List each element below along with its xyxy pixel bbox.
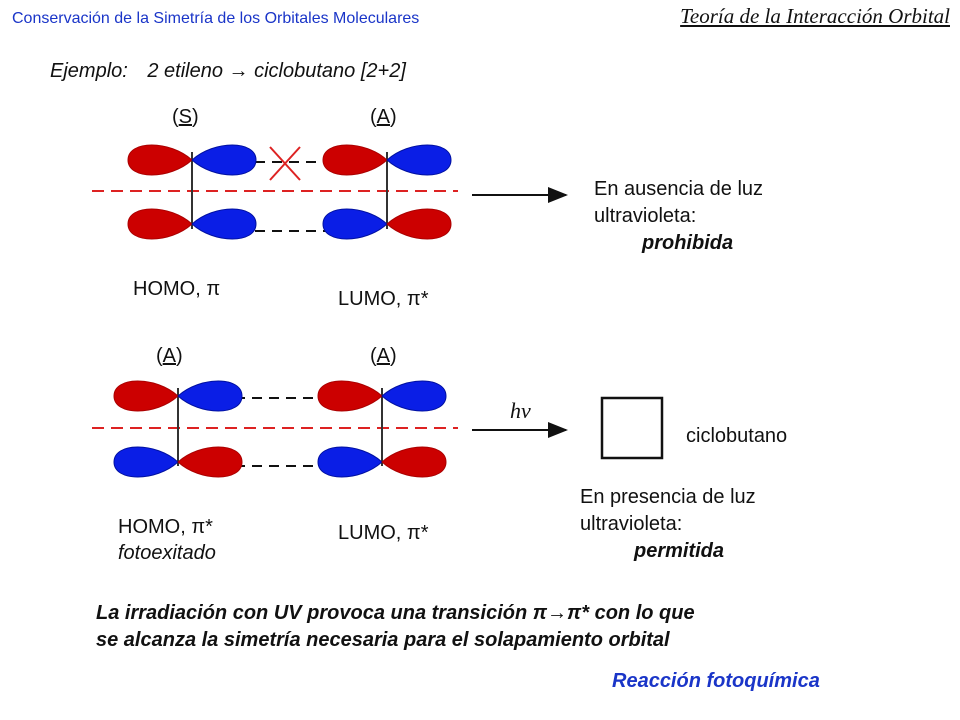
header-title-right: Teoría de la Interacción Orbital (680, 4, 950, 28)
photochemical-note: En presencia de luz ultravioleta: permit… (580, 484, 756, 565)
thermal-note-line1: En ausencia de luz (594, 178, 764, 200)
lobe-red (113, 380, 179, 412)
lobe-red (381, 446, 447, 478)
summary-line1: La irradiación con UV provoca una transi… (96, 602, 695, 624)
lobe-red (317, 380, 383, 412)
reaction-type-label: Reacción fotoquímica (612, 670, 820, 692)
thermal-note: En ausencia de luz ultravioleta: prohibi… (594, 176, 763, 257)
lobe-blue (191, 144, 257, 176)
lobe-blue (317, 446, 383, 478)
symmetry-label-lumo-bottom: (A) (370, 345, 397, 367)
header-title-left: Conservación de la Simetría de los Orbit… (12, 10, 420, 27)
lobe-blue (113, 446, 179, 478)
lobe-red (386, 208, 452, 240)
cyclobutane-square (600, 396, 664, 460)
symmetry-label-lumo-top: (A) (370, 106, 397, 128)
thermal-note-line2: ultravioleta: (594, 205, 697, 227)
lobe-red (127, 144, 193, 176)
lumo-label-top: LUMO, π* (338, 288, 429, 310)
lobe-red (127, 208, 193, 240)
example-label: Ejemplo: (50, 60, 128, 82)
example-reaction: 2 etileno → ciclobutano [2+2] (147, 60, 406, 82)
homo-label-top: HOMO, π (133, 278, 221, 300)
summary-text: La irradiación con UV provoca una transi… (96, 600, 695, 654)
lobe-red (322, 144, 388, 176)
lobe-blue (381, 380, 447, 412)
hv-label: hν (510, 398, 531, 423)
photochemical-note-line2: ultravioleta: (580, 513, 683, 535)
lumo-orbital-top (322, 144, 452, 240)
thermal-verdict: prohibida (642, 232, 734, 254)
photochemical-verdict: permitida (634, 540, 725, 562)
example-line: Ejemplo: 2 etileno → ciclobutano [2+2] (50, 60, 406, 83)
symmetry-label-homo-top: (S) (172, 106, 199, 128)
symmetry-label-homo-bottom: (A) (156, 345, 183, 367)
homo-excited-orbital-bottom (113, 380, 243, 478)
summary-line2: se alcanza la simetría necesaria para el… (96, 629, 670, 651)
lobe-blue (322, 208, 388, 240)
homo-label-bottom: HOMO, π* fotoexitado (118, 516, 216, 564)
lumo-orbital-bottom (317, 380, 447, 478)
lobe-blue (386, 144, 452, 176)
forbidden-cross-b (269, 146, 301, 181)
homo-orbital-top (127, 144, 257, 240)
lobe-blue (191, 208, 257, 240)
product-label: ciclobutano (686, 425, 788, 447)
lobe-red (177, 446, 243, 478)
photochemical-note-line1: En presencia de luz (580, 486, 756, 508)
lobe-blue (177, 380, 243, 412)
lumo-label-bottom: LUMO, π* (338, 522, 429, 544)
